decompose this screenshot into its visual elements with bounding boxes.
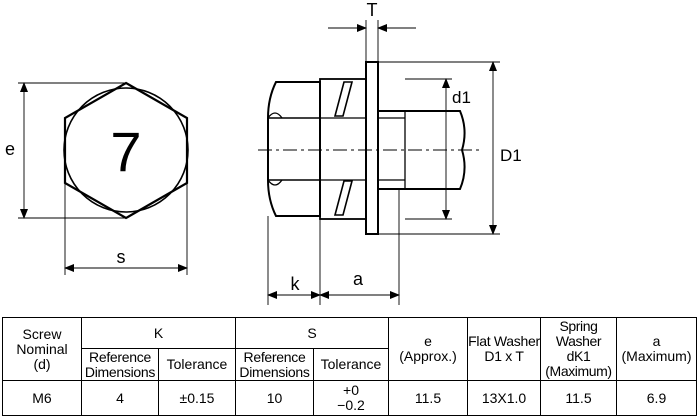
cell-k-ref: 4 [81, 380, 159, 416]
side-view-dimensions [267, 20, 500, 305]
bolt-side-view [258, 61, 480, 235]
head-number: 7 [110, 120, 141, 183]
cell-s-ref: 10 [235, 380, 314, 416]
table-row: M6 4 ±0.15 10 +0−0.2 11.5 13X1.0 11.5 6.… [2, 380, 697, 416]
cell-spring-washer: 11.5 [540, 380, 617, 416]
cell-a: 6.9 [616, 380, 697, 416]
cell-flat-washer: 13X1.0 [467, 380, 541, 416]
header-k: K [81, 317, 236, 349]
bolt-drawing: 7 e s [5, 0, 522, 305]
header-e: e(Approx.) [388, 317, 468, 381]
header-k-tol: Tolerance [158, 348, 236, 381]
label-D1: D1 [500, 146, 522, 165]
label-T: T [367, 0, 378, 20]
header-s-tol: Tolerance [313, 348, 389, 381]
bolt-head [267, 81, 321, 217]
cell-k-tol: ±0.15 [158, 380, 236, 416]
hex-head-view [18, 81, 189, 275]
header-a: a(Maximum) [616, 317, 697, 381]
cell-e: 11.5 [388, 380, 468, 416]
cell-s-tol: +0−0.2 [313, 380, 389, 416]
cell-screw: M6 [2, 380, 82, 416]
label-d1: d1 [452, 88, 471, 107]
label-e: e [5, 139, 15, 159]
label-k: k [291, 274, 301, 294]
header-s: S [235, 317, 389, 349]
label-a: a [353, 269, 364, 289]
label-s: s [117, 247, 126, 267]
head-circle [63, 87, 189, 213]
flat-washer [365, 61, 379, 235]
spring-washer [319, 78, 367, 220]
